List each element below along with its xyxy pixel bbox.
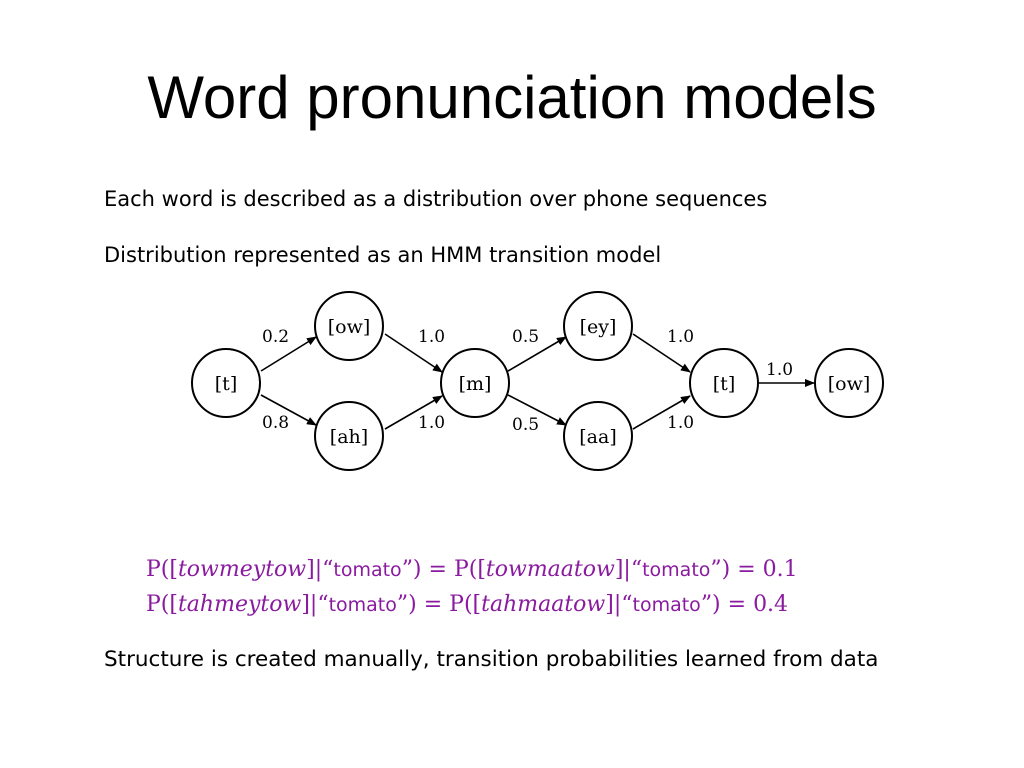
edge-m-ey bbox=[507, 336, 567, 372]
node-m bbox=[440, 348, 510, 418]
equation-tah: P([tahmeytow]|“tomato”) = P([tahmaatow]|… bbox=[146, 591, 788, 619]
node-label: [ow] bbox=[828, 373, 871, 395]
node-label: [ah] bbox=[330, 426, 368, 448]
node-label: [t] bbox=[713, 373, 735, 395]
eq-word: tomato bbox=[632, 594, 701, 616]
node-label: [m] bbox=[459, 373, 492, 395]
eq-sequence: tahmeytow bbox=[177, 592, 302, 617]
node-label: [t] bbox=[215, 373, 237, 395]
edge-t-ow bbox=[260, 336, 317, 372]
edge-label: 1.0 bbox=[766, 360, 793, 380]
equation-tow: P([towmeytow]|“tomato”) = P([towmaatow]|… bbox=[146, 556, 798, 584]
eq-part: ]|“ bbox=[301, 592, 329, 617]
eq-part: ”) = P([ bbox=[396, 592, 482, 617]
edge-label: 0.2 bbox=[262, 327, 289, 347]
edge-label: 1.0 bbox=[418, 327, 445, 347]
node-t-start bbox=[191, 348, 261, 418]
node-label: [aa] bbox=[579, 426, 616, 448]
eq-part: ]|“ bbox=[605, 592, 633, 617]
node-ow-end bbox=[814, 348, 884, 418]
node-aa bbox=[563, 401, 633, 471]
edge-label: 0.5 bbox=[512, 327, 539, 347]
intro-line-2: Distribution represented as an HMM trans… bbox=[104, 243, 662, 267]
node-label: [ey] bbox=[580, 316, 617, 338]
edge-label: 1.0 bbox=[667, 413, 694, 433]
eq-word: tomato bbox=[333, 559, 402, 581]
eq-part: ”) = 0.4 bbox=[700, 592, 789, 617]
node-ow-top bbox=[314, 291, 384, 361]
eq-sequence: towmaatow bbox=[485, 557, 615, 582]
edge-t-ah bbox=[260, 394, 317, 426]
node-label: [ow] bbox=[328, 316, 371, 338]
edge-label: 0.5 bbox=[512, 415, 539, 435]
eq-part: P([ bbox=[146, 592, 178, 617]
eq-part: ]|“ bbox=[614, 557, 643, 582]
node-t-mid bbox=[689, 348, 759, 418]
edge-m-aa bbox=[507, 394, 567, 426]
footer-line: Structure is created manually, transitio… bbox=[104, 647, 879, 672]
edge-ah-m bbox=[384, 395, 443, 430]
node-ah bbox=[314, 401, 384, 471]
edge-ey-t bbox=[632, 333, 691, 373]
edge-label: 1.0 bbox=[667, 327, 694, 347]
slide-title: Word pronunciation models bbox=[147, 64, 877, 131]
node-ey bbox=[563, 291, 633, 361]
edge-aa-t bbox=[632, 395, 691, 430]
eq-part: ”) = P([ bbox=[401, 557, 486, 582]
intro-line-1: Each word is described as a distribution… bbox=[104, 187, 768, 211]
eq-sequence: towmeytow bbox=[177, 557, 307, 582]
eq-word: tomato bbox=[328, 594, 397, 616]
eq-part: ]|“ bbox=[306, 557, 334, 582]
edge-label: 0.8 bbox=[262, 413, 289, 433]
eq-part: P([ bbox=[146, 557, 178, 582]
eq-word: tomato bbox=[642, 559, 711, 581]
eq-part: ”) = 0.1 bbox=[710, 557, 798, 582]
edge-label: 1.0 bbox=[418, 413, 445, 433]
edge-ow-m bbox=[384, 333, 443, 373]
eq-sequence: tahmaatow bbox=[481, 592, 606, 617]
